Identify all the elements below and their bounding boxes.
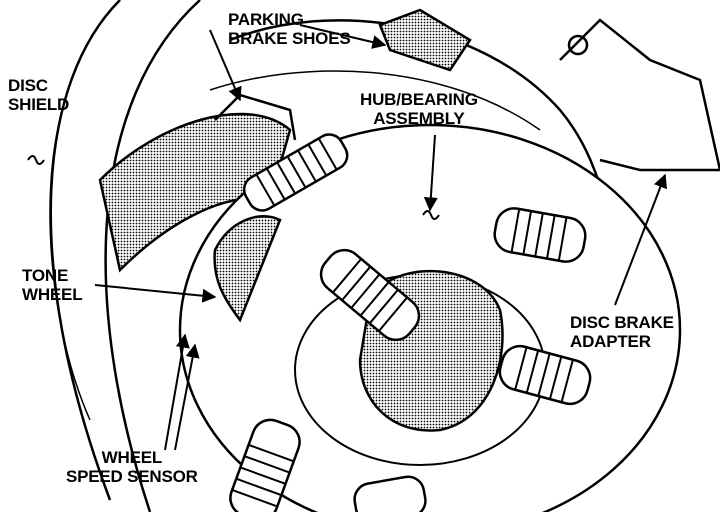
label-parking-brake-shoes: PARKING BRAKE SHOES (228, 10, 351, 48)
arrow-parking-brake-shoes (209, 29, 242, 102)
label-line: PARKING (228, 10, 304, 29)
label-line: BRAKE SHOES (228, 29, 351, 48)
label-line: ASSEMBLY (373, 109, 465, 128)
label-line: DISC BRAKE (570, 313, 674, 332)
arrow-tone-wheel (94, 284, 217, 303)
label-line: WHEEL (22, 285, 83, 304)
label-line: SHIELD (8, 95, 70, 114)
arrow-wheel-speed-sensor (164, 333, 190, 451)
arrow-hub-bearing (423, 134, 438, 212)
label-hub-bearing-assembly: HUB/BEARING ASSEMBLY (360, 90, 478, 128)
wheel-stud (242, 133, 349, 212)
arrow-disc-brake-adapter (614, 173, 668, 306)
label-line: DISC (8, 76, 48, 95)
label-line: SPEED SENSOR (66, 467, 198, 486)
wheel-stud (493, 207, 587, 263)
label-tone-wheel: TONE WHEEL (22, 266, 83, 304)
tone-wheel (213, 215, 282, 323)
arrow-wheel-speed-sensor (174, 343, 200, 451)
label-line: TONE (22, 266, 69, 285)
wheel-stud (498, 344, 592, 406)
disc-shield (49, 0, 121, 501)
label-line: WHEEL (101, 448, 163, 467)
disc-brake-adapter (559, 18, 720, 172)
label-disc-brake-adapter: DISC BRAKE ADAPTER (570, 313, 674, 351)
wheel-stud (319, 248, 421, 342)
parking-brake-shoe (98, 112, 292, 273)
label-disc-shield: DISC SHIELD (8, 76, 69, 114)
label-wheel-speed-sensor: WHEEL SPEED SENSOR (66, 448, 198, 486)
arrow-parking-brake-shoes (299, 24, 387, 49)
break-symbol (27, 155, 45, 165)
break-symbol (422, 210, 440, 220)
wheel-stud (229, 418, 301, 512)
label-line: ADAPTER (570, 332, 651, 351)
label-line: HUB/BEARING (360, 90, 478, 109)
